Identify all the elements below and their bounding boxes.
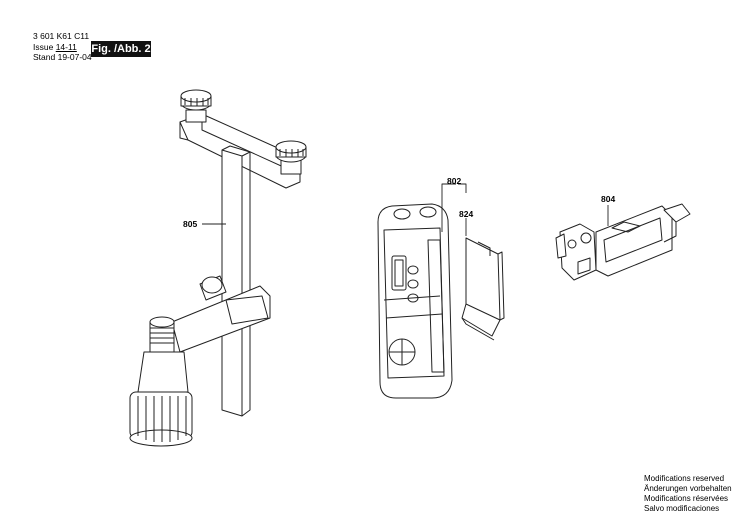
part-805-clamp-stand bbox=[129, 89, 307, 447]
part-number-824: 824 bbox=[459, 209, 473, 219]
notice-line-de: Änderungen vorbehalten bbox=[644, 484, 732, 493]
issue-value: 14-11 bbox=[55, 42, 77, 52]
part-number-805: 805 bbox=[183, 219, 197, 229]
stand-label: Stand bbox=[33, 52, 56, 62]
notice-line-en: Modifications reserved bbox=[644, 474, 725, 483]
part-804-receiver-holder bbox=[555, 203, 691, 281]
part-802-laser-receiver bbox=[377, 203, 453, 399]
issue-row: Issue 14-11 bbox=[33, 42, 77, 52]
part-824-battery-cover bbox=[461, 237, 505, 341]
stand-row: Stand 19-07-04 bbox=[33, 52, 92, 62]
leader-lines bbox=[202, 183, 609, 236]
issue-label: Issue bbox=[33, 42, 54, 52]
top-knob-left bbox=[180, 89, 212, 123]
stand-value: 19-07-04 bbox=[57, 52, 92, 62]
notice-line-fr: Modifications réservées bbox=[644, 494, 729, 503]
document-number: 3 601 K61 C11 bbox=[33, 31, 90, 41]
top-knob-right bbox=[275, 140, 307, 175]
modifications-notice: Modifications reserved Änderungen vorbeh… bbox=[644, 474, 732, 514]
threaded-spigot bbox=[149, 316, 175, 353]
part-number-804: 804 bbox=[601, 194, 615, 204]
notice-line-es: Salvo modificaciones bbox=[644, 504, 720, 513]
figure-tag: Fig. /Abb. 2 bbox=[91, 41, 151, 57]
grip-knob bbox=[129, 351, 193, 447]
part-number-802: 802 bbox=[447, 176, 461, 186]
